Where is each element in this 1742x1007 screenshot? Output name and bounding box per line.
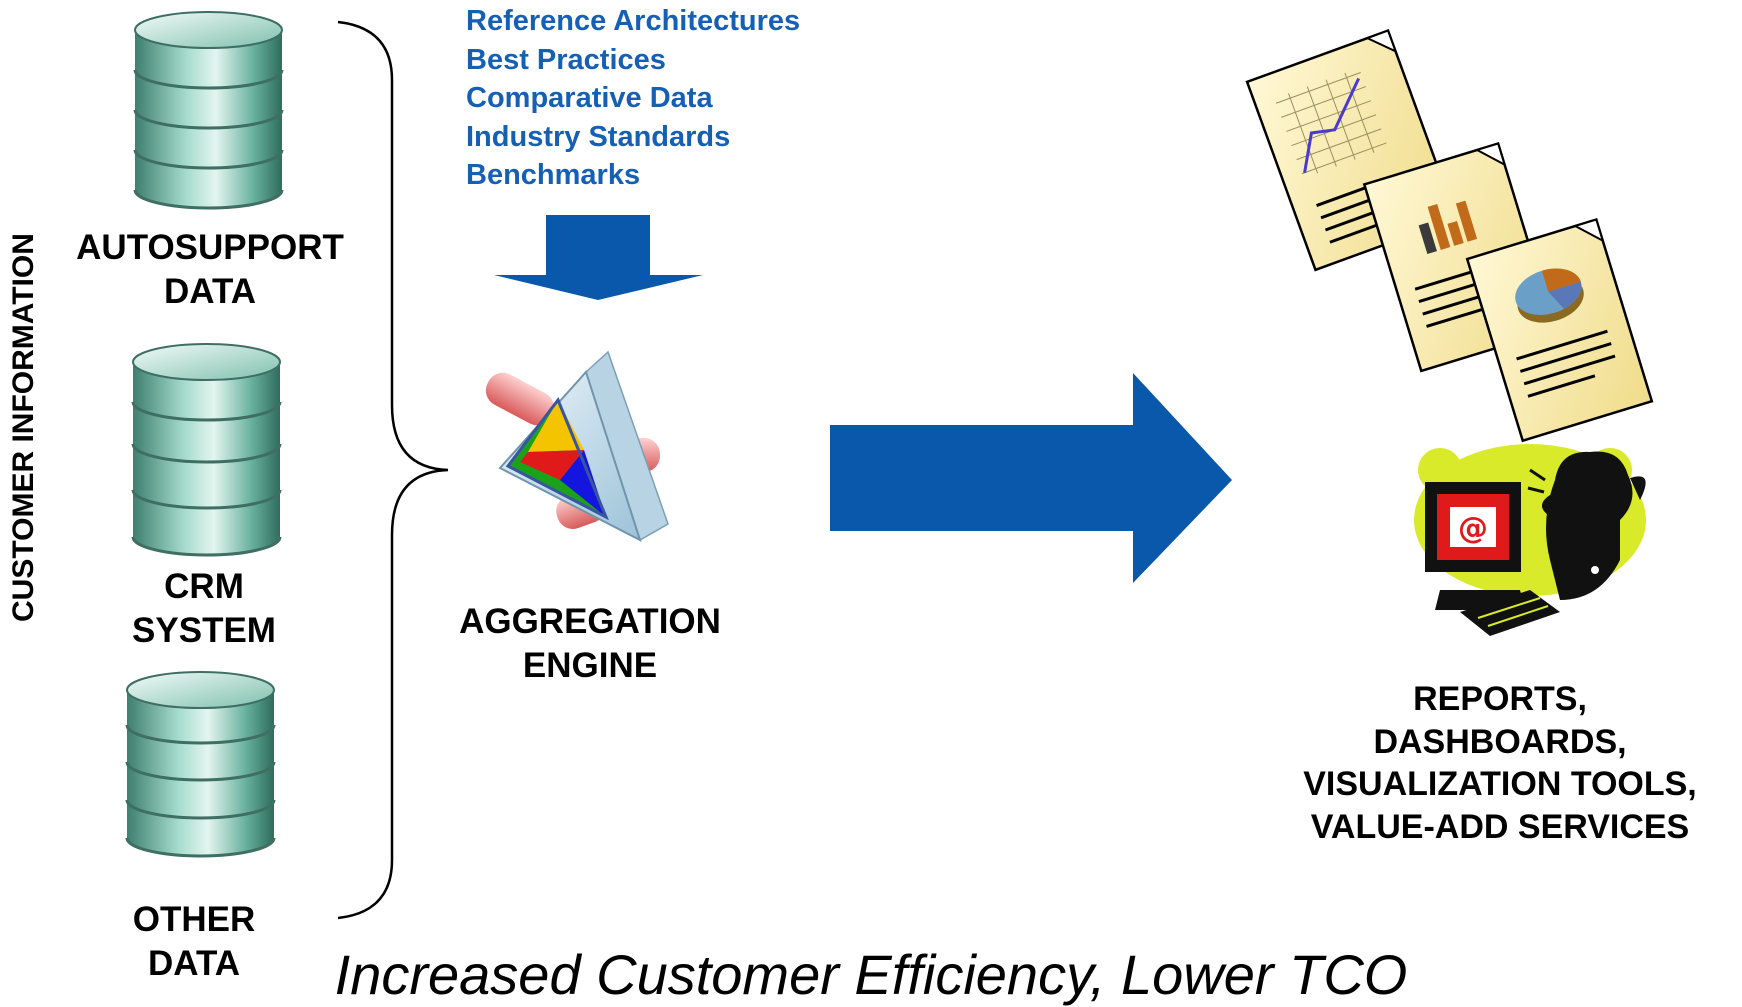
outputs-label: REPORTS, DASHBOARDS, VISUALIZATION TOOLS… bbox=[1260, 678, 1740, 848]
source-label-line: DATA bbox=[163, 272, 256, 311]
customer-information-label: CUSTOMER INFORMATION bbox=[7, 233, 40, 622]
down-arrow-icon bbox=[494, 215, 703, 300]
input-item: Industry Standards bbox=[466, 120, 731, 153]
source-label-line: AUTOSUPPORT bbox=[76, 228, 344, 267]
engine-label-line: ENGINE bbox=[522, 646, 658, 685]
database-icon-other bbox=[125, 671, 276, 858]
inputs-list: Reference Architectures Best Practices C… bbox=[466, 2, 800, 195]
svg-text:@: @ bbox=[1458, 511, 1488, 546]
database-icon-crm bbox=[131, 343, 282, 557]
input-item: Benchmarks bbox=[466, 159, 641, 191]
source-label-autosupport: AUTOSUPPORT DATA bbox=[60, 226, 360, 314]
source-label-other: OTHER DATA bbox=[44, 898, 344, 986]
source-label-line: SYSTEM bbox=[132, 611, 276, 650]
brace-icon bbox=[337, 20, 449, 920]
input-item: Reference Architectures bbox=[466, 5, 801, 37]
source-label-line: CRM bbox=[164, 567, 244, 606]
input-item: Best Practices bbox=[466, 43, 666, 76]
engine-label: AGGREGATION ENGINE bbox=[440, 600, 740, 688]
output-item: VISUALIZATION TOOLS, bbox=[1303, 765, 1697, 803]
tagline: Increased Customer Efficiency, Lower TCO bbox=[334, 943, 1408, 1006]
report-chart-icon bbox=[1245, 28, 1654, 443]
database-icon-autosupport bbox=[133, 11, 284, 210]
right-arrow-icon bbox=[830, 373, 1232, 583]
output-item: VALUE-ADD SERVICES bbox=[1310, 807, 1690, 846]
output-item: REPORTS, bbox=[1413, 680, 1587, 718]
output-item: DASHBOARDS, bbox=[1373, 722, 1627, 761]
engine-label-line: AGGREGATION bbox=[459, 602, 721, 641]
diagram-canvas: @ bbox=[125, 11, 1654, 920]
source-label-line: DATA bbox=[147, 944, 240, 983]
input-item: Comparative Data bbox=[466, 82, 713, 114]
source-label-crm: CRM SYSTEM bbox=[54, 565, 354, 653]
user-computer-icon: @ bbox=[1414, 444, 1646, 636]
engine-icon bbox=[485, 350, 669, 542]
source-label-line: OTHER bbox=[132, 900, 256, 939]
